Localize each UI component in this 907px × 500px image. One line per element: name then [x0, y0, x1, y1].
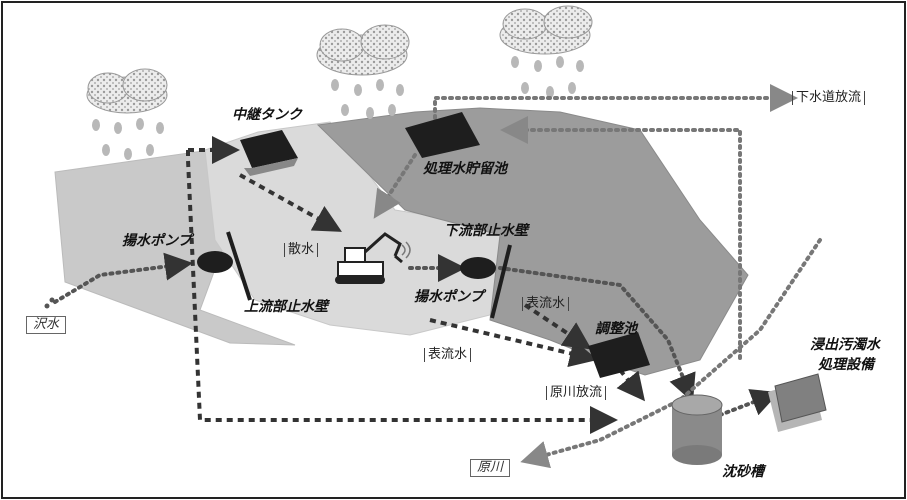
- sewer-discharge-label: 下水道放流: [792, 90, 866, 106]
- excavator-icon: [335, 232, 411, 284]
- treated-water-pond-label: 処理水貯留池: [423, 161, 507, 177]
- river-label: 原川: [470, 459, 511, 478]
- light-flows: [373, 84, 822, 469]
- leachate-facility-label-line2: 処理設備: [818, 357, 874, 373]
- adjust-pond-label: 調整池: [595, 321, 637, 337]
- flow-lines: [186, 136, 645, 434]
- stream-water-label: 沢水: [26, 316, 67, 335]
- upstream-wall-label: 上流部止水壁: [244, 299, 328, 315]
- cloud-right: [499, 5, 593, 55]
- downstream-wall: [490, 244, 512, 319]
- sprinkle-label: 散水: [284, 242, 319, 258]
- cloud-left: [86, 68, 168, 114]
- upstream-wall: [226, 231, 252, 301]
- relay-tank-shadow: [244, 158, 298, 176]
- sediment-tank: [671, 394, 723, 465]
- relay-tank: [240, 130, 298, 168]
- leachate-facility: [774, 373, 827, 423]
- dotted-trail: [44, 297, 55, 309]
- pump-right-label: 揚水ポンプ: [414, 289, 484, 305]
- downstream-wall-label: 下流部止水壁: [444, 223, 528, 239]
- cloud-middle: [316, 24, 410, 76]
- pump-left: [197, 251, 233, 273]
- treated-water-pond: [405, 112, 480, 158]
- rain-drops: [92, 56, 584, 160]
- pump-right: [460, 257, 496, 279]
- river-discharge-label: 原川放流: [546, 385, 607, 401]
- surface-water-lower-label: 表流水: [424, 347, 472, 363]
- pump-left-label: 揚水ポンプ: [122, 233, 192, 249]
- leachate-facility-label-line1: 浸出汚濁水: [810, 337, 880, 353]
- sediment-tank-label: 沈砂槽: [722, 464, 764, 480]
- dotted-flows: [53, 252, 780, 417]
- surface-water-upper-label: 表流水: [522, 296, 570, 312]
- relay-tank-label: 中継タンク: [232, 107, 302, 123]
- adjust-pond: [588, 332, 650, 378]
